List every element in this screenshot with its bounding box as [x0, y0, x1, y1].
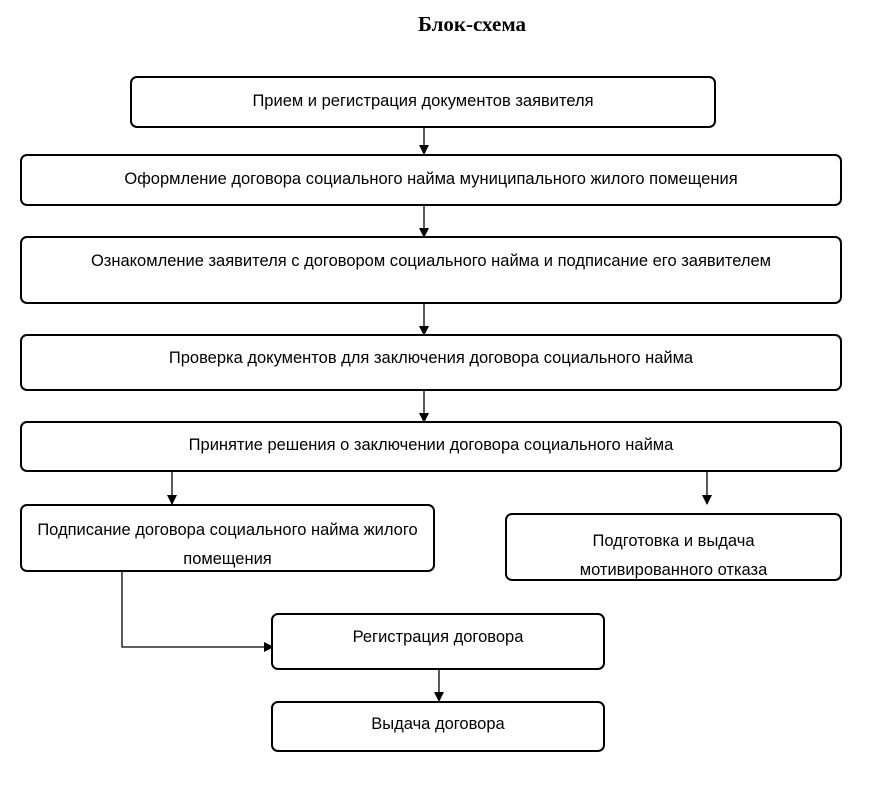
step-registration-label: Регистрация договора — [352, 628, 524, 646]
step-decision-label: Принятие решения о заключении договора с… — [188, 436, 674, 454]
step-reception: Прием и регистрация документов заявителя — [130, 76, 716, 128]
step-familiarization: Ознакомление заявителя с договором социа… — [20, 236, 842, 304]
step-refusal-label: Подготовка и выдача мотивированного отка… — [579, 532, 768, 579]
step-drafting: Оформление договора социального найма му… — [20, 154, 842, 206]
step-registration: Регистрация договора — [271, 613, 605, 670]
step-refusal: Подготовка и выдача мотивированного отка… — [505, 513, 842, 581]
step-verification-label: Проверка документов для заключения догов… — [168, 349, 694, 367]
step-verification: Проверка документов для заключения догов… — [20, 334, 842, 391]
step-issuance-label: Выдача договора — [371, 715, 505, 733]
step-reception-label: Прием и регистрация документов заявителя — [252, 92, 594, 110]
step-familiarization-label: Ознакомление заявителя с договором социа… — [90, 252, 772, 270]
arrow-signing-to-registration — [121, 571, 274, 652]
step-decision: Принятие решения о заключении договора с… — [20, 421, 842, 472]
step-signing: Подписание договора социального найма жи… — [20, 504, 435, 572]
step-issuance: Выдача договора — [271, 701, 605, 752]
step-drafting-label: Оформление договора социального найма му… — [124, 170, 738, 188]
step-signing-label: Подписание договора социального найма жи… — [37, 521, 418, 568]
diagram-title: Блок-схема — [418, 12, 526, 36]
